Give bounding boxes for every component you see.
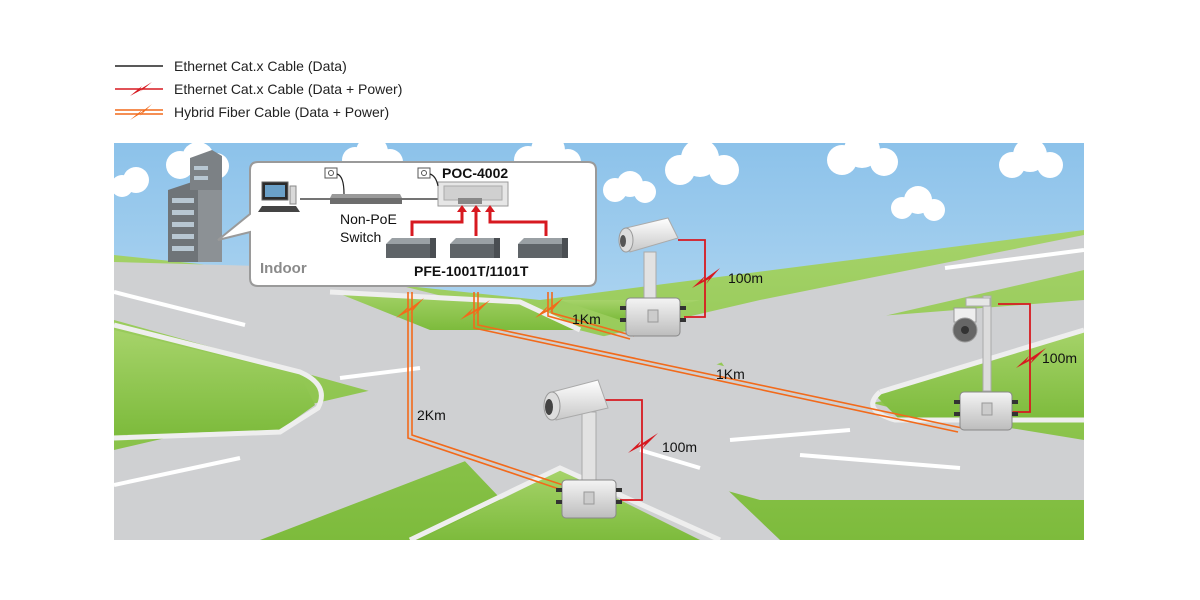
pfe-device [386,238,436,258]
building-icon [168,150,222,262]
switch-icon [330,194,402,204]
bullet-camera-top [618,217,679,301]
orange-lightning-double-line-icon [115,104,163,120]
distance-poe-right: 100m [1042,350,1077,366]
fiber-cables [407,292,963,491]
cloud [827,143,898,176]
legend-item-hybrid-fiber: Hybrid Fiber Cable (Data + Power) [115,104,389,120]
cloud [603,171,656,203]
distance-poe-top: 100m [728,270,763,286]
legend-label: Ethernet Cat.x Cable (Data) [174,58,347,74]
cloud [665,143,739,185]
distance-fiber-middle: 1Km [716,366,745,382]
outdoor-enclosure-top [620,297,686,337]
pfe-device [518,238,568,258]
legend-item-ethernet-data: Ethernet Cat.x Cable (Data) [115,58,347,74]
cloud [999,143,1063,178]
poc-4002-device [437,181,509,207]
outdoor-enclosure-bottom [556,479,622,519]
distance-fiber-top: 1Km [572,311,601,327]
pfe-label: PFE-1001T/1101T [414,263,529,279]
poc-to-pfe-poe-links [410,210,548,236]
distance-fiber-left: 2Km [417,407,446,423]
indoor-callout: Indoor Non-PoE Switch [217,161,597,287]
legend-label: Hybrid Fiber Cable (Data + Power) [174,104,389,120]
poe-cable-top-camera [678,239,706,318]
poe-cable-bottom-camera [602,399,643,501]
fiber-cable-middle [473,292,959,433]
grass-islands [114,290,1084,540]
bullet-camera-bottom [543,379,609,483]
poe-lightning-marks [628,268,1046,453]
distance-poe-bottom: 100m [662,439,697,455]
power-plug-icon [324,167,345,195]
computer-icon [258,181,300,212]
switch-label-line2: Switch [340,229,381,245]
power-plug-icon [417,167,439,187]
outdoor-enclosure-right [954,391,1018,431]
lane-markings [114,248,1084,487]
fiber-cable-top [547,292,631,340]
arrow-heads [457,205,495,212]
fiber-lightning-marks [396,298,563,320]
legend-item-ethernet-poe: Ethernet Cat.x Cable (Data + Power) [115,81,402,97]
ptz-dome-camera [952,295,992,392]
poc-4002-label: POC-4002 [442,165,508,181]
red-lightning-line-icon [115,82,163,96]
switch-label-line1: Non-PoE [340,211,397,227]
cloud [114,167,149,197]
legend-label: Ethernet Cat.x Cable (Data + Power) [174,81,402,97]
pfe-device [450,238,500,258]
legend: Ethernet Cat.x Cable (Data) Ethernet Cat… [115,58,402,120]
indoor-label: Indoor [260,260,307,277]
fiber-cable-left [407,292,563,491]
cloud [891,186,945,221]
